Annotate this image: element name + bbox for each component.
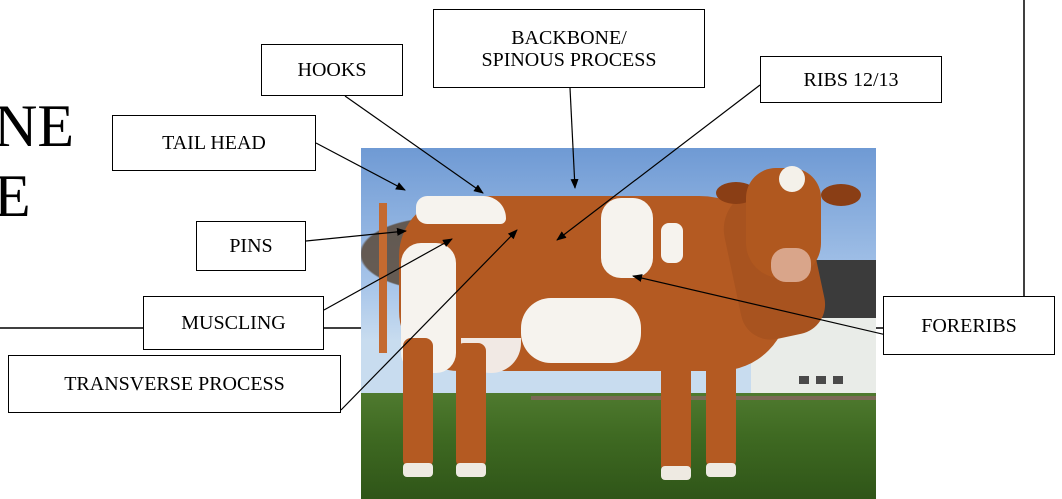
barn-window [799,376,809,384]
grass [361,393,876,499]
white-patch [661,223,683,263]
cow-leg [403,338,433,468]
cow-hoof [403,463,433,477]
label-muscling: MUSCLING [143,296,324,350]
label-pins: PINS [196,221,306,271]
cow-blaze [779,166,805,192]
cow-leg [456,343,486,468]
fence [531,396,876,400]
label-foreribs: FORERIBS [883,296,1055,355]
cow-leg [706,343,736,468]
label-transverse-process: TRANSVERSE PROCESS [8,355,341,413]
slide-title-fragment-2: E [0,166,31,226]
cow-hoof [456,463,486,477]
cow-photo [361,148,876,499]
cow-leg [661,343,691,473]
label-tail-head: TAIL HEAD [112,115,316,171]
cow-hoof [706,463,736,477]
slide-title-fragment-1: NE [0,96,74,156]
white-patch [416,196,506,224]
cow-muzzle [771,248,811,282]
white-patch [601,198,653,278]
cow-ear [821,184,861,206]
label-hooks: HOOKS [261,44,403,96]
white-patch [521,298,641,363]
cow-hoof [661,466,691,480]
label-ribs: RIBS 12/13 [760,56,942,103]
label-backbone: BACKBONE/ SPINOUS PROCESS [433,9,705,88]
cow-tail [379,203,387,353]
barn-window [816,376,826,384]
barn-window [833,376,843,384]
